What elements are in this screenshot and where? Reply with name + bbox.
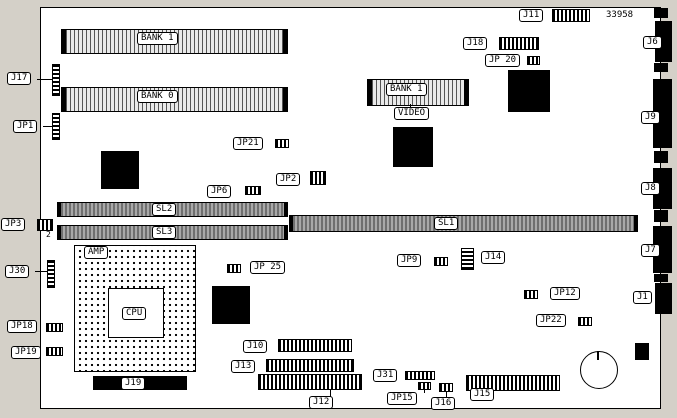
label-j17: J17: [7, 72, 32, 85]
label-j14: J14: [481, 251, 506, 264]
label-j8: J8: [641, 182, 660, 195]
connector-j14: [461, 248, 474, 270]
cpu-socket: [74, 245, 196, 372]
label-bank0: BANK 0: [137, 90, 178, 103]
connector-jp21: [275, 139, 289, 148]
label-jp19: JP19: [11, 346, 41, 359]
edge-block-4: [654, 210, 668, 222]
connector-j31: [405, 371, 435, 380]
leader-line-jp15: [424, 389, 425, 393]
label-sl1: SL1: [434, 217, 459, 230]
label-amp: AMP: [84, 246, 109, 259]
label-jp3: JP3: [1, 218, 26, 231]
port-j1: [655, 283, 672, 314]
label-jp18: JP18: [7, 320, 37, 333]
battery: [580, 351, 618, 389]
label-j1: J1: [633, 291, 652, 304]
slot-mark-text: 2: [46, 230, 51, 239]
label-jp21: JP21: [233, 137, 263, 150]
label-jp6: JP6: [207, 185, 232, 198]
label-j30: J30: [5, 265, 30, 278]
chip-1: [508, 70, 550, 112]
label-jp25: JP 25: [250, 261, 286, 274]
part-number-text: 33958: [606, 10, 634, 20]
connector-jp20: [527, 56, 540, 65]
label-j16: J16: [431, 397, 456, 410]
connector-j18: [499, 37, 539, 50]
connector-jp18: [46, 323, 63, 332]
edge-block-5: [654, 274, 668, 282]
chip-4: [212, 286, 250, 324]
edge-block-bottom: [635, 343, 649, 360]
label-j15: J15: [470, 388, 495, 401]
chip-2: [393, 127, 433, 167]
connector-j30: [47, 260, 55, 288]
label-j31: J31: [373, 369, 398, 382]
label-j12: J12: [309, 396, 334, 409]
label-jp20: JP 20: [485, 54, 521, 67]
connector-jp1: [52, 113, 60, 140]
connector-j11: [552, 9, 590, 22]
label-jp1: JP1: [13, 120, 38, 133]
connector-jp9: [434, 257, 448, 266]
label-sl2: SL2: [152, 203, 177, 216]
label-video: VIDEO: [394, 107, 430, 120]
leader-line-j17: [37, 79, 52, 80]
connector-jp12: [524, 290, 538, 299]
connector-j10: [278, 339, 352, 352]
label-jp2: JP2: [276, 173, 301, 186]
edge-block-1: [654, 8, 668, 18]
connector-jp3: [37, 219, 53, 231]
connector-jp2: [310, 171, 326, 185]
label-j9: J9: [641, 111, 660, 124]
label-j7: J7: [641, 244, 660, 257]
connector-j15: [466, 375, 560, 391]
label-jp22: JP22: [536, 314, 566, 327]
connector-j12: [258, 374, 362, 390]
chip-3: [101, 151, 139, 189]
connector-jp22: [578, 317, 592, 326]
leader-line-j16: [446, 391, 447, 398]
label-j11: J11: [519, 9, 544, 22]
label-j19: J19: [121, 377, 146, 390]
connector-jp19: [46, 347, 63, 356]
label-j6: J6: [643, 36, 662, 49]
connector-jp6: [245, 186, 261, 195]
label-j18: J18: [463, 37, 488, 50]
leader-line-j30: [35, 271, 47, 272]
label-bank1: BANK 1: [137, 32, 178, 45]
edge-block-3: [654, 151, 668, 163]
label-bank1-video: BANK 1: [386, 83, 427, 96]
label-sl3: SL3: [152, 226, 177, 239]
label-j10: J10: [243, 340, 268, 353]
label-jp15: JP15: [387, 392, 417, 405]
label-jp12: JP12: [550, 287, 580, 300]
leader-line-jp1: [43, 126, 52, 127]
label-cpu: CPU: [122, 307, 147, 320]
leader-line-video: [410, 104, 411, 108]
connector-j13: [266, 359, 354, 372]
expansion-slot-sl1: [289, 215, 638, 232]
label-jp9: JP9: [397, 254, 422, 267]
leader-line-j12: [330, 390, 331, 397]
battery-notch: [597, 351, 599, 360]
edge-block-2: [654, 63, 668, 72]
connector-jp25: [227, 264, 241, 273]
label-j13: J13: [231, 360, 256, 373]
connector-j17: [52, 64, 60, 96]
